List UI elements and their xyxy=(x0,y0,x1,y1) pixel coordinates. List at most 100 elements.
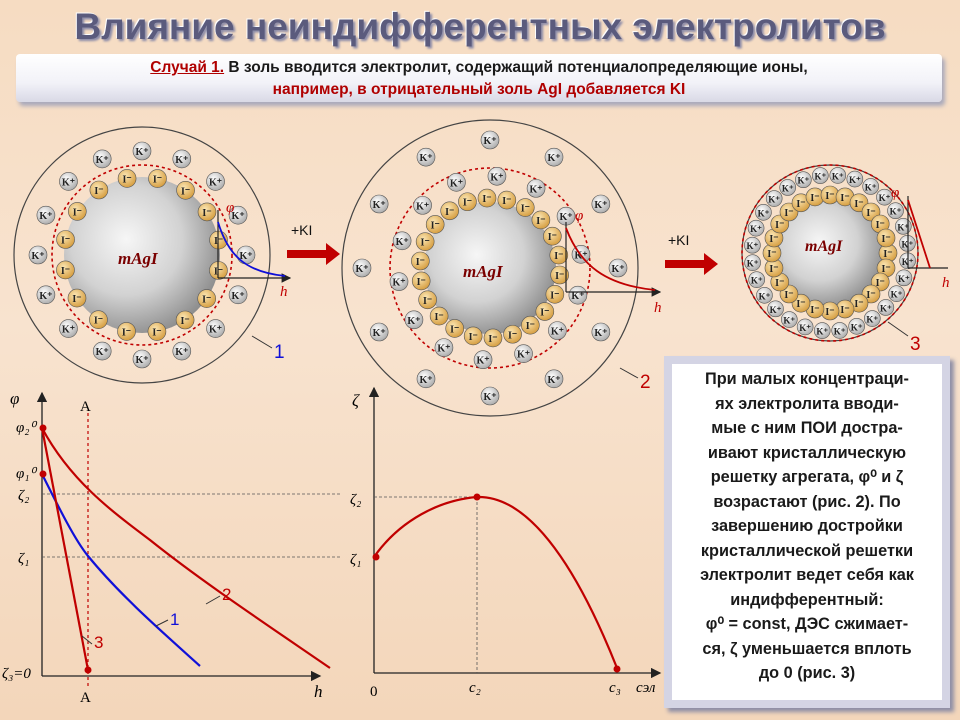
left-graph-x-label: h xyxy=(314,682,323,701)
anion-ion-label: I⁻ xyxy=(482,194,491,205)
explanation-line: При малых концентраци- xyxy=(705,370,909,388)
anion-ion-label: I⁻ xyxy=(423,296,432,307)
left-graph-zeta3-point xyxy=(84,666,92,674)
anion-ion-circle xyxy=(545,285,565,304)
anion-ion-circle xyxy=(147,322,167,341)
anion-ion-circle xyxy=(497,190,517,210)
cation-ion-label: K⁺ xyxy=(437,344,450,355)
anion-ion-label: I⁻ xyxy=(866,208,875,219)
anion-ion-label: I⁻ xyxy=(881,264,890,275)
cation-ion-label: K⁺ xyxy=(750,224,762,234)
case-text-line1: В золь вводится электролит, содержащий п… xyxy=(228,59,808,76)
anion-ion-label: I⁻ xyxy=(548,232,557,243)
anion-ion-label: I⁻ xyxy=(421,238,430,249)
anion-ion-circle xyxy=(197,202,217,222)
anion-ion-label: I⁻ xyxy=(810,305,819,316)
cation-ion-label: K⁺ xyxy=(611,264,624,275)
anion-ion-label: I⁻ xyxy=(796,299,805,310)
right-graph-end-point xyxy=(613,665,621,673)
cation-ion-circle xyxy=(404,310,424,330)
cation-ion-circle xyxy=(416,369,436,389)
micelle-1-number: 1 xyxy=(274,342,285,363)
right-graph-y-label: ζ xyxy=(352,391,360,410)
left-graph-zeta2-label: ζ₂ xyxy=(18,488,29,504)
cation-ion-label: K⁺ xyxy=(751,276,763,286)
cation-ion-circle xyxy=(413,196,432,215)
micelle-2-slip-plane xyxy=(389,167,591,369)
cation-ion-label: K⁺ xyxy=(175,347,188,358)
cation-ion-circle xyxy=(473,350,493,370)
anion-ion-label: I⁻ xyxy=(775,278,784,289)
cation-ion-circle xyxy=(812,167,829,184)
anion-ion-circle xyxy=(56,260,75,280)
micelle-3: mAgI I⁻I⁻I⁻I⁻I⁻I⁻I⁻I⁻I⁻I⁻I⁻I⁻I⁻I⁻I⁻I⁻I⁻I… xyxy=(741,164,950,355)
micelle-2-core-label: mAgI xyxy=(463,262,504,281)
cation-ion-label: K⁺ xyxy=(39,211,52,222)
micelle-1-slip-plane xyxy=(51,164,233,346)
right-graph-c2-label: c₂ xyxy=(469,680,481,696)
anion-ion-label: I⁻ xyxy=(435,312,444,323)
left-graph-curve2-leader xyxy=(205,595,221,605)
cation-ion-label: K⁺ xyxy=(832,171,844,181)
anion-ion-circle xyxy=(445,319,465,338)
micelle-1-potential-curve xyxy=(217,221,286,277)
right-graph-zeta2-label: ζ₂ xyxy=(350,492,361,508)
left-graph-phi2-label: φ₂⁰ xyxy=(16,420,38,436)
cation-ion-circle xyxy=(206,319,225,338)
cation-ion-label: K⁺ xyxy=(898,274,910,284)
anion-ion-label: I⁻ xyxy=(554,251,563,262)
cation-ion-label: K⁺ xyxy=(232,211,245,222)
anion-ion-label: I⁻ xyxy=(775,220,784,231)
micelle-1-core xyxy=(64,177,220,333)
cation-ion-label: K⁺ xyxy=(759,291,771,301)
arrow-add-ki-2: +KI xyxy=(665,232,718,275)
anion-ion-label: I⁻ xyxy=(445,207,454,218)
micelle-1-h-label: h xyxy=(280,284,288,300)
cation-ion-circle xyxy=(848,318,865,335)
cation-ion-label: K⁺ xyxy=(770,305,782,315)
anion-ion-label: I⁻ xyxy=(526,321,535,332)
right-graph-x-label: cэл xyxy=(636,680,656,696)
case-banner: Случай 1. В золь вводится электролит, со… xyxy=(16,54,942,102)
cation-ion-label: K⁺ xyxy=(816,327,828,337)
page-title: Влияние неиндифферентных электролитов xyxy=(74,6,886,47)
anion-ion-circle xyxy=(148,169,167,188)
anion-ion-label: I⁻ xyxy=(550,290,559,301)
cation-ion-circle xyxy=(744,236,761,254)
cation-ion-label: K⁺ xyxy=(483,392,496,403)
micelle-3-number: 3 xyxy=(910,334,921,355)
anion-ion-circle xyxy=(89,310,108,329)
cation-ion-circle xyxy=(434,338,454,357)
cation-ion-label: K⁺ xyxy=(547,375,560,386)
anion-ion-label: I⁻ xyxy=(61,266,70,277)
micelle-3-leader-line xyxy=(887,321,909,337)
explanation-line: φ⁰ = const, ДЭС сжимает- xyxy=(705,615,909,633)
cation-ion-circle xyxy=(887,202,904,219)
cation-ion-label: K⁺ xyxy=(594,328,607,339)
cation-ion-label: K⁺ xyxy=(551,327,564,338)
cation-ion-label: K⁺ xyxy=(834,326,846,336)
anion-ion-circle xyxy=(549,245,569,265)
left-graph-y-label: φ xyxy=(10,389,19,408)
right-graph-curve xyxy=(373,495,619,669)
micelle-3-phi-label: φ xyxy=(891,185,899,201)
cation-ion-circle xyxy=(206,172,225,191)
anion-ion-circle xyxy=(503,324,522,344)
cation-ion-label: K⁺ xyxy=(747,259,759,269)
cation-ion-circle xyxy=(480,130,500,150)
left-graph-a-bottom: A xyxy=(80,690,91,706)
cation-ion-label: K⁺ xyxy=(490,172,503,183)
anion-ion-label: I⁻ xyxy=(416,257,425,268)
anion-ion-label: I⁻ xyxy=(431,220,440,231)
left-graph-phi2-point xyxy=(39,424,47,432)
cation-ion-label: K⁺ xyxy=(547,153,560,164)
cation-ion-circle xyxy=(748,271,765,288)
cation-ion-circle xyxy=(796,318,814,336)
case-text-line2: например, в отрицательный золь AgI добав… xyxy=(272,81,686,98)
anion-ion-circle xyxy=(415,232,435,251)
anion-ion-label: I⁻ xyxy=(767,249,776,260)
cation-ion-label: K⁺ xyxy=(851,322,863,332)
anion-ion-label: I⁻ xyxy=(94,316,103,327)
left-graph-curve3-label: 3 xyxy=(94,633,103,652)
micelle-1-core-label: mAgI xyxy=(118,249,159,268)
